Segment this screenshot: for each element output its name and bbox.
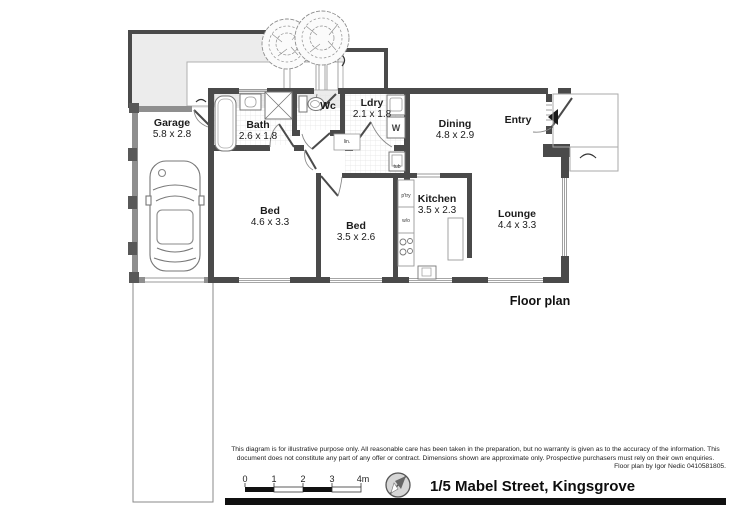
toilet-icon — [298, 95, 308, 113]
driveway — [132, 283, 214, 503]
kitchen-bench-right — [447, 217, 464, 261]
cooktop-icon — [399, 238, 413, 256]
scale-tick-1: 1 — [271, 474, 277, 484]
pantry-label: p'try — [401, 193, 411, 199]
linen-closet — [333, 133, 361, 151]
washer-label: W — [391, 123, 401, 133]
bed1-door — [304, 149, 317, 171]
scale-tick-4m: 4m — [356, 474, 370, 484]
washing-machine-icon — [386, 116, 406, 139]
scale-tick-0: 0 — [242, 474, 248, 484]
room-label-entry: Entry — [504, 114, 532, 126]
scale-tick-3: 3 — [329, 474, 335, 484]
basin-icon — [239, 93, 262, 111]
car-icon — [145, 160, 205, 272]
footer-rule — [225, 498, 726, 505]
porch-step-mark — [579, 153, 597, 159]
disclaimer-line1: This diagram is for illustrative purpose… — [231, 446, 720, 453]
house-walls — [208, 88, 571, 283]
room-label-wc: Wc — [320, 100, 336, 112]
disclaimer: This diagram is for illustrative purpose… — [225, 446, 726, 472]
wall-oven-label: w/o — [402, 218, 410, 224]
bed2-door — [320, 175, 343, 197]
laundry-sink-icon — [386, 94, 406, 116]
laundry-fixtures — [333, 94, 406, 172]
floor-plan-caption: Floor plan — [509, 294, 571, 308]
tree-icon — [261, 10, 350, 90]
doors — [269, 93, 573, 197]
linen-label: lin. — [343, 139, 351, 145]
porch — [552, 93, 619, 172]
garage-roller-door — [145, 277, 204, 283]
laundry-tub-label: tub — [393, 164, 401, 170]
north-arrow-icon — [385, 472, 411, 498]
scale-bar — [244, 483, 362, 493]
windows — [239, 89, 567, 283]
kitchen-fixtures — [397, 173, 464, 280]
address: 1/5 Mabel Street, Kingsgrove — [430, 478, 636, 495]
bath-fixtures — [214, 91, 325, 152]
bathtub-icon — [214, 95, 237, 152]
scale-tick-2: 2 — [300, 474, 306, 484]
disclaimer-line3: Floor plan by Igor Nedic 0410581805. — [614, 463, 726, 471]
disclaimer-line2: document does not constitute any part of… — [236, 454, 715, 462]
wc-door — [301, 132, 331, 150]
bath-door — [269, 123, 295, 148]
